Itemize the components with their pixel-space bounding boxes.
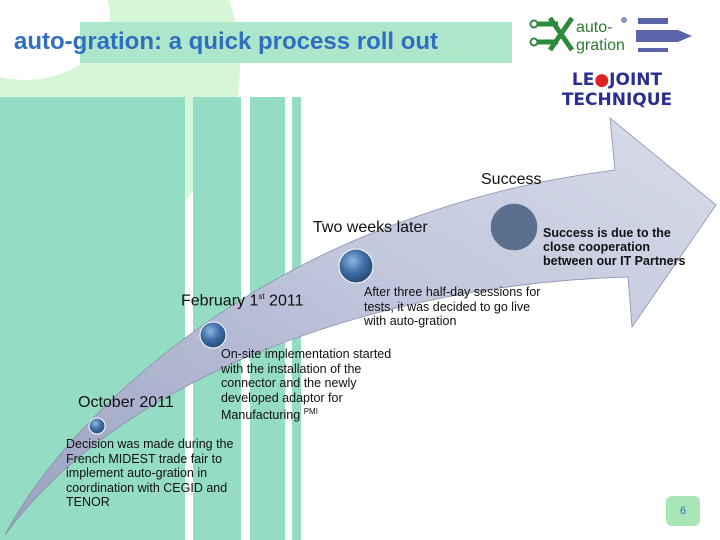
milestone-dot (489, 202, 539, 252)
slide-title: auto-gration: a quick process roll out (14, 28, 439, 55)
svg-text:auto-: auto- (576, 19, 612, 36)
milestone-description: Success is due to the close cooperation … (543, 226, 686, 268)
milestone-dot (88, 417, 106, 435)
milestone-label: October 2011 (78, 394, 174, 411)
decorative-stripe (0, 97, 185, 540)
leo-joint-technique-logo: LE●JOINT TECHNIQUE (561, 70, 673, 110)
label-text: February 1 (181, 292, 259, 310)
milestone-label: Success (481, 171, 542, 188)
milestone-dot (338, 248, 374, 284)
milestone-description: After three half-day sessions for tests,… (364, 285, 541, 328)
description-text: On-site implementation started with the … (221, 347, 392, 423)
auto-gration-logo: auto- gration (528, 12, 696, 56)
milestone-description: On-site implementation started with the … (221, 347, 393, 423)
label-text-end: 2011 (264, 292, 304, 310)
page-number: 6 (666, 496, 700, 526)
milestone-label: February 1st 2011 (181, 292, 303, 310)
svg-text:gration: gration (576, 37, 625, 54)
milestone-label: Two weeks later (313, 219, 428, 236)
label-sup: st (258, 292, 265, 301)
title-band (80, 22, 512, 63)
description-sup: PMI (303, 407, 318, 416)
milestone-description: Decision was made during the French MIDE… (66, 437, 234, 509)
milestone-dot (199, 321, 227, 349)
